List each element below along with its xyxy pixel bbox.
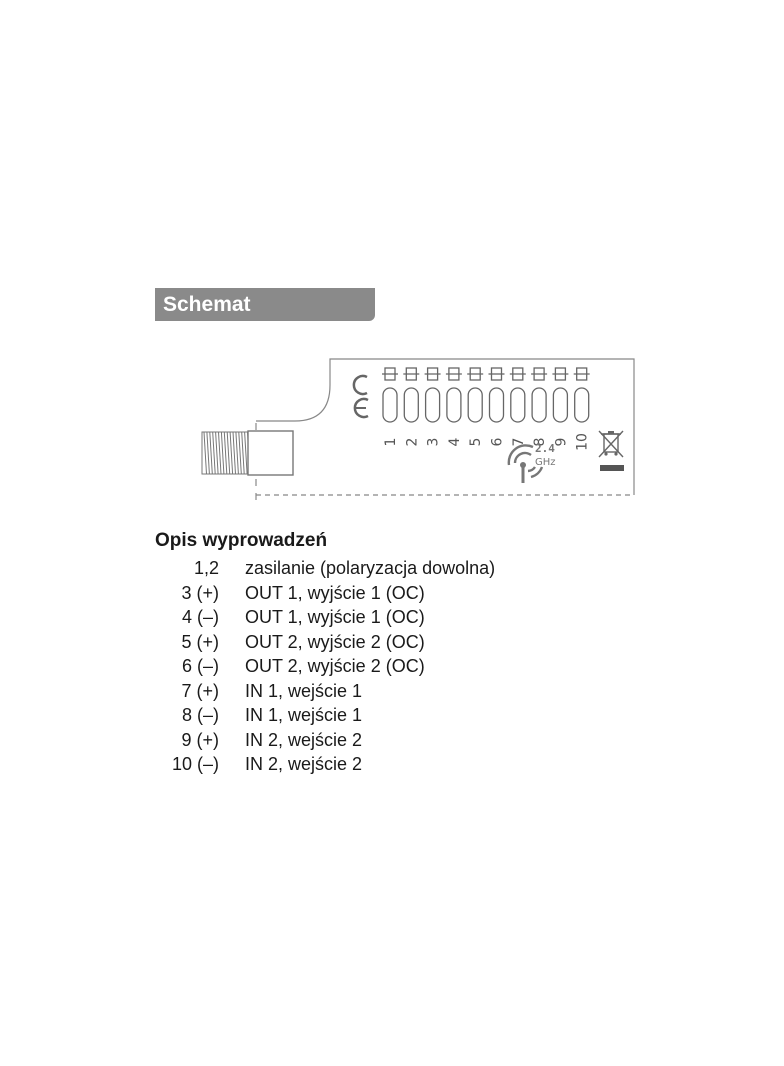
terminal-number: 5 <box>468 438 484 447</box>
terminal-10: 10 <box>573 367 591 451</box>
pin-number: 8 (–) <box>181 705 219 725</box>
pinout-list: 1,2 zasilanie (polaryzacja dowolna) 3 (+) O… <box>155 556 495 777</box>
terminal-7: 7 <box>509 367 527 447</box>
frequency-value: 2.4 <box>535 442 555 455</box>
pinout-row: 7 (+) IN 1, wejście 1 <box>155 679 495 704</box>
terminal-1: 1 <box>382 367 399 447</box>
frequency-unit: GHz <box>535 457 556 468</box>
pinout-row: 3 (+) OUT 1, wyjście 1 (OC) <box>155 581 495 606</box>
pin-description: IN 1, wejście 1 <box>245 705 363 725</box>
pinout-row: 8 (–) IN 1, wejście 1 <box>155 703 495 728</box>
pinout-heading: Opis wyprowadzeń <box>155 530 328 551</box>
pin-description: OUT 2, wyjście 2 (OC) <box>245 631 425 652</box>
terminal-number: 4 <box>447 437 463 446</box>
terminal-number: 10 <box>575 433 591 451</box>
terminal-5: 5 <box>467 367 484 447</box>
ce-mark-icon <box>352 374 369 419</box>
terminal-number: 9 <box>553 438 569 447</box>
pin-description: zasilanie (polaryzacja dowolna) <box>245 558 496 578</box>
pin-description: OUT 1, wyjście 1 (OC) <box>245 607 425 627</box>
pin-number: 10 (–) <box>171 754 219 774</box>
pin-description: IN 1, wejście 1 <box>245 680 363 701</box>
pin-number: 3 (+) <box>181 582 219 603</box>
terminal-number: 6 <box>490 437 506 446</box>
terminal-number: 7 <box>511 438 527 447</box>
terminal-number: 1 <box>383 438 399 447</box>
terminal-3: 3 <box>424 367 442 447</box>
pin-description: OUT 1, wyjście 1 (OC) <box>245 582 425 603</box>
terminal-number: 2 <box>404 438 420 447</box>
pin-number: 5 (+) <box>181 631 219 652</box>
pin-description: IN 2, wejście 2 <box>245 729 363 750</box>
terminal-6: 6 <box>488 367 506 446</box>
terminal-2: 2 <box>403 367 420 447</box>
pin-number: 7 (+) <box>181 680 219 701</box>
terminal-number: 3 <box>426 438 442 447</box>
pin-number: 1,2 <box>193 558 219 578</box>
terminal-8: 8 <box>531 367 548 447</box>
pinout-row: 4 (–) OUT 1, wyjście 1 (OC) <box>155 605 495 630</box>
pinout-row: 6 (–) OUT 2, wyjście 2 (OC) <box>155 654 495 679</box>
pinout-row: 5 (+) OUT 2, wyjście 2 (OC) <box>155 630 495 655</box>
wireless-signal-icon: 2.4 GHz <box>507 442 556 483</box>
pin-number: 4 (–) <box>181 607 219 627</box>
terminal-9: 9 <box>552 367 569 447</box>
terminal-number: 8 <box>532 438 548 447</box>
pinout-row: 10 (–) IN 2, wejście 2 <box>155 752 495 777</box>
pin-number: 6 (–) <box>181 656 219 676</box>
section-title: Schemat podłączenia <box>155 288 375 349</box>
weee-bin-icon <box>598 430 624 471</box>
pin-number: 9 (+) <box>181 729 219 750</box>
pin-description: IN 2, wejście 2 <box>245 754 363 774</box>
terminal-4: 4 <box>445 367 463 446</box>
antenna-icon <box>201 430 294 476</box>
pin-description: OUT 2, wyjście 2 (OC) <box>245 656 425 676</box>
pinout-row: 1,2 zasilanie (polaryzacja dowolna) <box>155 556 495 581</box>
pinout-row: 9 (+) IN 2, wejście 2 <box>155 728 495 753</box>
